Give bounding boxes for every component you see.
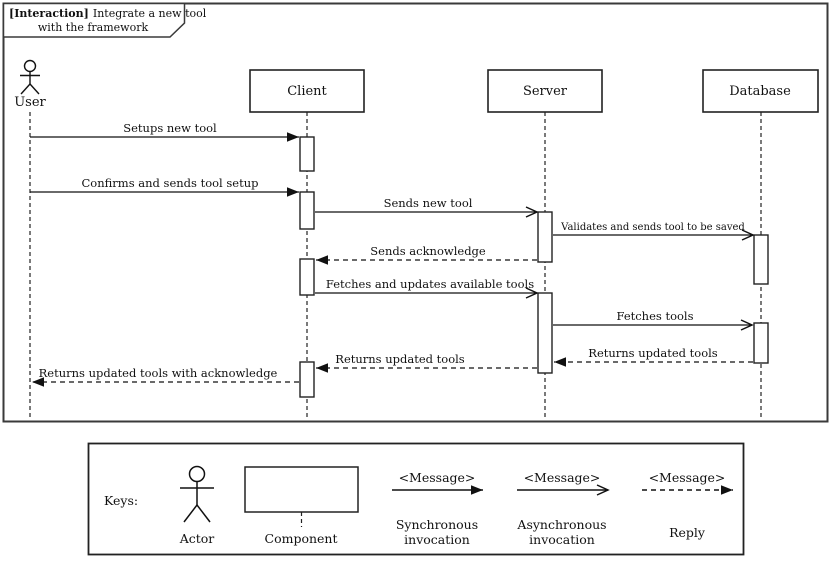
message-label-9: Returns updated tools — [335, 352, 465, 366]
legend-actor-label: Actor — [179, 531, 215, 546]
legend-reply-message-text: <Message> — [649, 470, 726, 485]
activation-database-1 — [753, 234, 769, 285]
actor-leg-left — [20, 83, 31, 95]
message-label-3: Sends new tool — [384, 196, 473, 210]
lifeline-head-database-box — [702, 69, 819, 113]
actor-leg-right — [29, 83, 40, 95]
legend-reply-label: Reply — [669, 525, 706, 540]
activation-client-1 — [299, 136, 315, 172]
interaction-frame — [2, 2, 829, 423]
legend-async-message-text: <Message> — [524, 470, 601, 485]
actor-head — [23, 59, 37, 73]
lifeline-head-client: Client — [287, 84, 327, 99]
legend-actor-leg-left — [183, 504, 198, 523]
lifeline-head-server: Server — [523, 84, 568, 99]
message-label-8: Returns updated tools — [588, 346, 718, 360]
legend-sync-label-line1: Synchronous — [396, 517, 478, 532]
activation-client-3 — [299, 258, 315, 296]
message-label-6: Fetches and updates available tools — [326, 277, 534, 291]
message-label-2: Confirms and sends tool setup — [82, 176, 259, 190]
legend-async-label-line1: Asynchronous — [516, 517, 606, 532]
legend-sync-message-text: <Message> — [399, 470, 476, 485]
legend-async-label-line2: invocation — [529, 532, 595, 547]
legend-component-box — [244, 466, 359, 513]
activation-server-1 — [537, 211, 553, 263]
frame-title-keyword: [Interaction] — [9, 7, 89, 20]
frame-title-rest: Integrate a new tool — [93, 7, 207, 20]
message-label-7: Fetches tools — [616, 309, 693, 323]
message-label-1: Setups new tool — [123, 121, 217, 135]
activation-client-2 — [299, 191, 315, 230]
legend-title: Keys: — [104, 493, 138, 508]
legend-actor-icon — [180, 465, 214, 523]
activation-server-2 — [537, 292, 553, 374]
frame-title-line1: [Interaction] Integrate a new tool — [9, 7, 207, 20]
message-label-5: Sends acknowledge — [370, 244, 486, 258]
legend-sync-label-line2: invocation — [404, 532, 470, 547]
lifeline-head-user: User — [14, 95, 46, 110]
lifeline-head-client-box — [249, 69, 365, 113]
legend-actor-leg-right — [196, 504, 211, 523]
message-label-4: Validates and sends tool to be saved — [560, 222, 745, 233]
activation-database-2 — [753, 322, 769, 364]
lifeline-head-server-box — [487, 69, 603, 113]
frame-title-line2: with the framework — [38, 21, 149, 34]
lifeline-head-database: Database — [729, 84, 791, 99]
frame-title-pentagon — [2, 2, 186, 38]
message-label-10: Returns updated tools with acknowledge — [39, 366, 278, 380]
legend-component-label: Component — [265, 531, 338, 546]
actor-user-icon — [20, 59, 40, 95]
activation-client-4 — [299, 361, 315, 398]
